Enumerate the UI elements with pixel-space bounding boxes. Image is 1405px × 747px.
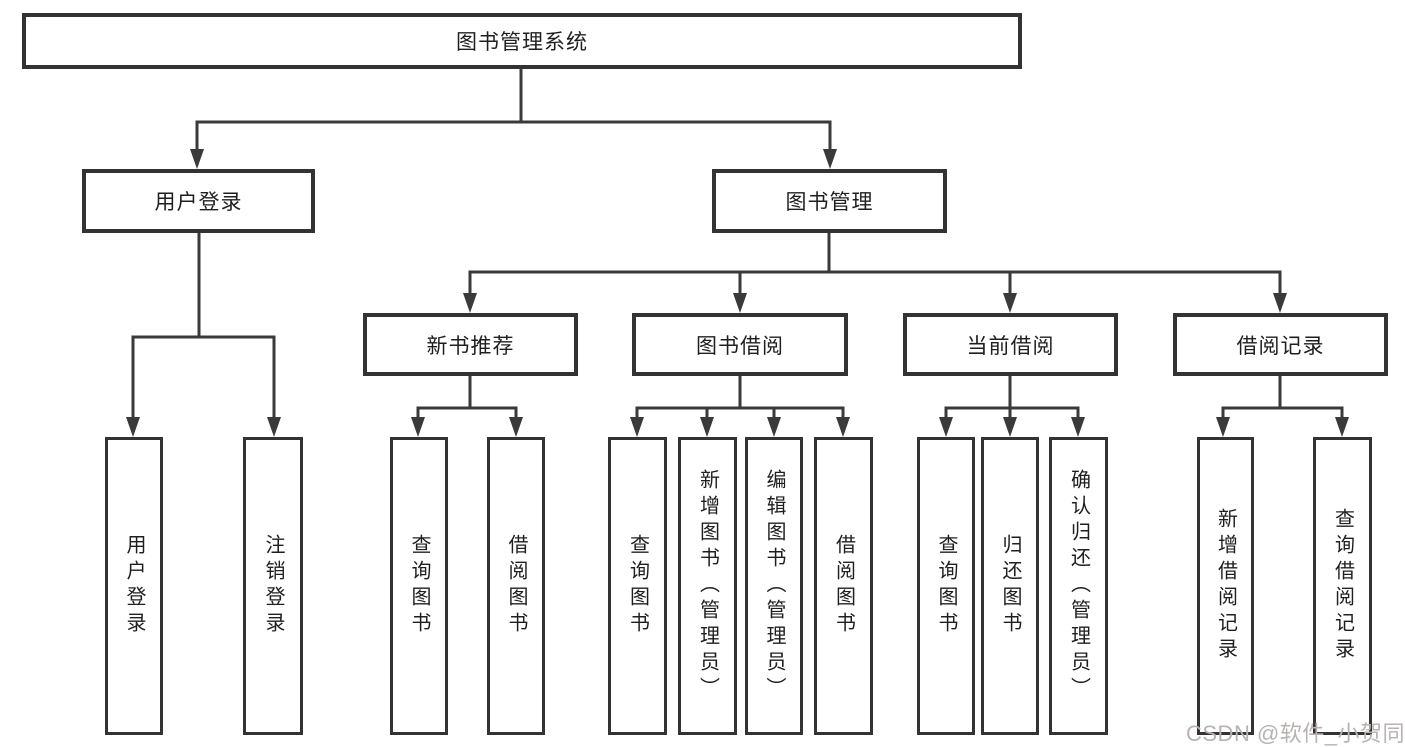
arrowhead bbox=[267, 417, 281, 437]
leaf-borrow-books-recommend: 借阅图书 bbox=[487, 437, 545, 735]
arrowhead bbox=[1335, 417, 1349, 437]
arrowhead bbox=[190, 149, 204, 169]
node-book-management: 图书管理 bbox=[712, 169, 947, 233]
leaf-query-borrow-record: 查询借阅记录 bbox=[1313, 437, 1372, 735]
leaf-return-book: 归还图书 bbox=[981, 437, 1039, 735]
arrowhead bbox=[836, 417, 850, 437]
arrowhead bbox=[1216, 417, 1230, 437]
leaf-add-borrow-record: 新增借阅记录 bbox=[1197, 437, 1254, 735]
node-book-borrow: 图书借阅 bbox=[632, 313, 848, 376]
leaf-borrow-books: 借阅图书 bbox=[814, 437, 873, 735]
arrowhead bbox=[630, 417, 644, 437]
node-user-login: 用户登录 bbox=[82, 169, 315, 233]
csdn-watermark: CSDN @软件_小贺同学 bbox=[1186, 721, 1405, 746]
arrowhead bbox=[767, 417, 781, 437]
arrowhead bbox=[1071, 417, 1085, 437]
arrowhead bbox=[126, 417, 140, 437]
arrowhead bbox=[939, 417, 953, 437]
arrowhead bbox=[463, 293, 477, 313]
leaf-query-books-borrow: 查询图书 bbox=[608, 437, 667, 735]
leaf-confirm-return-admin: 确认归还（管理员） bbox=[1049, 437, 1108, 735]
node-borrow-records: 借阅记录 bbox=[1173, 313, 1388, 376]
leaf-logout: 注销登录 bbox=[243, 437, 303, 735]
arrowhead bbox=[823, 149, 837, 169]
node-root: 图书管理系统 bbox=[22, 13, 1022, 69]
node-current-borrow: 当前借阅 bbox=[903, 313, 1118, 376]
arrowhead bbox=[1003, 293, 1017, 313]
arrowhead bbox=[509, 417, 523, 437]
leaf-query-books-recommend: 查询图书 bbox=[390, 437, 448, 735]
arrowhead bbox=[700, 417, 714, 437]
leaf-user-login: 用户登录 bbox=[105, 437, 163, 735]
leaf-edit-book-admin: 编辑图书（管理员） bbox=[745, 437, 803, 735]
node-new-book-recommend: 新书推荐 bbox=[363, 313, 578, 376]
leaf-query-books-current: 查询图书 bbox=[917, 437, 975, 735]
arrowhead bbox=[1273, 293, 1287, 313]
arrowhead bbox=[411, 417, 425, 437]
arrowhead bbox=[733, 293, 747, 313]
leaf-add-book-admin: 新增图书（管理员） bbox=[678, 437, 737, 735]
arrowhead bbox=[1003, 417, 1017, 437]
